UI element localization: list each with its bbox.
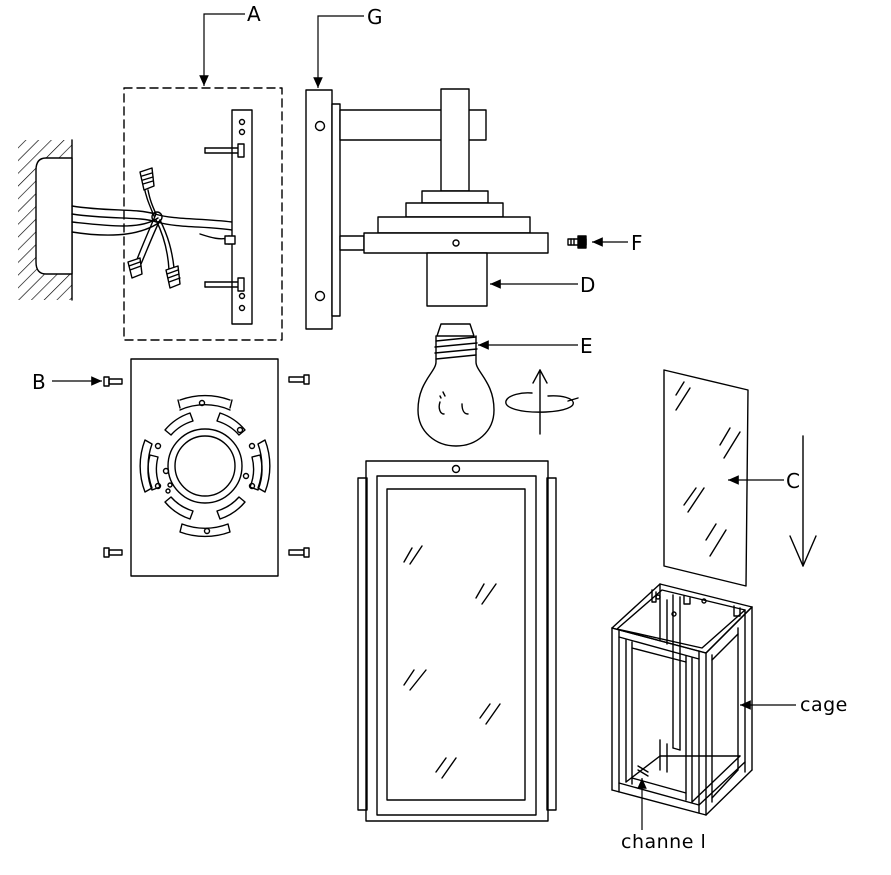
label-c: C xyxy=(786,469,800,493)
callout-a xyxy=(199,13,245,86)
screw xyxy=(288,547,310,558)
label-e: E xyxy=(580,334,593,358)
lantern-cage xyxy=(611,583,753,816)
mounting-plate-front xyxy=(130,358,279,577)
glass-panel xyxy=(663,369,749,587)
socket xyxy=(426,252,488,307)
junction-box xyxy=(35,157,73,275)
wire-nut xyxy=(165,265,181,289)
label-a: A xyxy=(247,2,261,26)
label-g: G xyxy=(367,5,383,29)
rotate-arrow-icon xyxy=(505,369,579,435)
wire-nut xyxy=(139,167,155,191)
label-b: B xyxy=(32,370,46,394)
fixture-canopy xyxy=(363,190,549,254)
fixture-backplate xyxy=(305,89,341,330)
callout-g xyxy=(313,15,364,88)
wiring xyxy=(71,185,234,271)
set-screw xyxy=(567,235,587,249)
screw xyxy=(103,547,123,558)
screw xyxy=(288,374,310,385)
mounting-bracket-side xyxy=(204,109,253,325)
insert-direction-arrow-icon xyxy=(789,435,817,567)
screw xyxy=(103,376,123,387)
label-channel: channe l xyxy=(621,831,706,853)
label-cage: cage xyxy=(800,694,848,716)
fixture-arm xyxy=(339,88,487,251)
label-d: D xyxy=(580,273,595,297)
part-a-dashed-boundary xyxy=(123,87,283,341)
label-f: F xyxy=(631,231,643,255)
lantern-frame-front xyxy=(357,460,557,822)
light-bulb xyxy=(417,323,495,447)
wire-nut xyxy=(127,257,143,279)
